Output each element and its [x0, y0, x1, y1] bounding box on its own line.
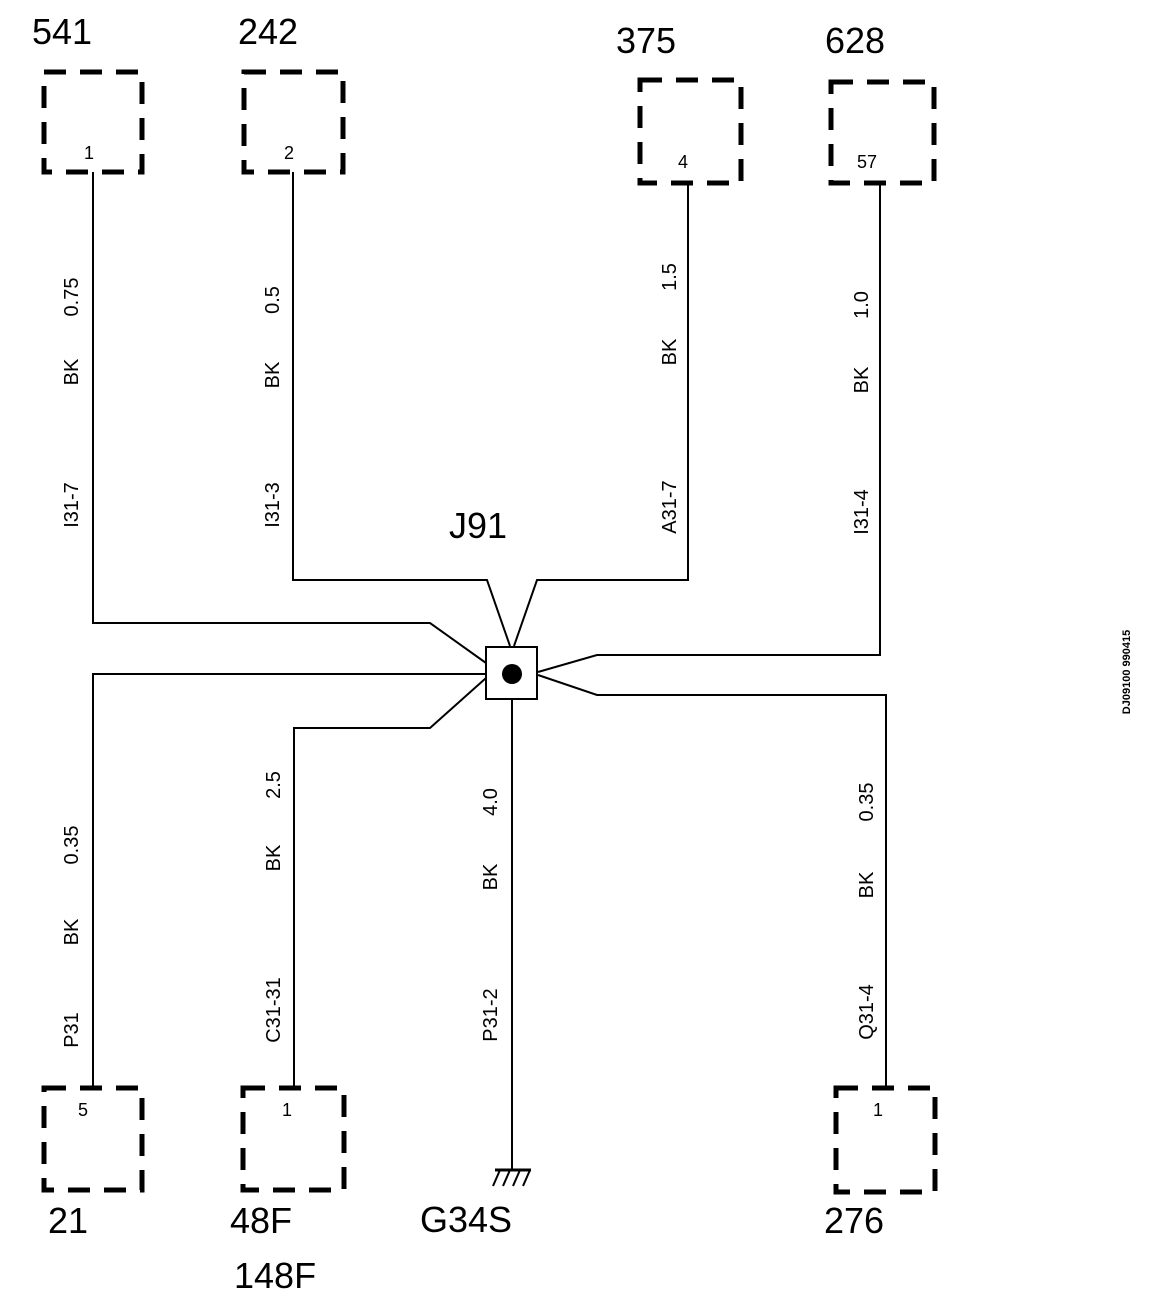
connector-box — [241, 69, 346, 175]
wire-541-id: I31-7 — [61, 482, 83, 528]
pin-number: 57 — [857, 152, 877, 172]
wire-375-size: 1.5 — [659, 263, 681, 291]
junction-j91: J91 — [449, 505, 538, 700]
wire-ground-id: P31-2 — [480, 988, 502, 1041]
splice-dot — [502, 664, 522, 684]
wire-48f — [293, 677, 487, 1088]
wire-276-size: 0.35 — [856, 783, 878, 822]
wire-21-size: 0.35 — [61, 826, 83, 865]
wire-628-size: 1.0 — [851, 291, 873, 319]
wire-48f-color: BK — [263, 844, 285, 871]
connector-label: 21 — [48, 1200, 88, 1241]
wire-242-size: 0.5 — [262, 286, 284, 314]
connector-box — [240, 1085, 347, 1193]
connector-48f: 1 48F 148F — [230, 1085, 347, 1296]
wire-21 — [92, 673, 486, 1088]
document-code: DJ09100 990415 — [1121, 630, 1133, 714]
pin-number: 1 — [873, 1100, 883, 1120]
connector-628: 57 628 — [825, 20, 937, 186]
wire-375 — [513, 183, 689, 647]
wire-242 — [292, 172, 511, 647]
wire-628-id: I31-4 — [851, 489, 873, 535]
junction-label: J91 — [449, 505, 507, 546]
wire-242-id: I31-3 — [262, 482, 284, 528]
connector-box — [637, 77, 744, 186]
wire-labels: 0.75 BK I31-7 0.5 BK I31-3 1.5 BK A31-7 … — [61, 263, 878, 1048]
wire-276-id: Q31-4 — [856, 984, 878, 1040]
ground-hatch-1 — [492, 1169, 501, 1187]
connector-label: 276 — [824, 1200, 884, 1241]
pin-number: 1 — [84, 143, 94, 163]
ground-hatch-4 — [522, 1169, 531, 1187]
ground-hatch-2 — [502, 1169, 511, 1187]
wire-ground-size: 4.0 — [480, 788, 502, 816]
wire-541-color: BK — [61, 358, 83, 385]
wires — [92, 172, 887, 1170]
wire-276-color: BK — [856, 871, 878, 898]
connector-375: 4 375 — [616, 20, 744, 186]
connector-21: 5 21 — [41, 1085, 145, 1241]
wire-ground-color: BK — [480, 863, 502, 890]
connector-541: 1 541 — [32, 11, 145, 175]
pin-number: 4 — [678, 152, 688, 172]
wire-628-color: BK — [851, 366, 873, 393]
wire-48f-id: C31-31 — [263, 977, 285, 1043]
wire-21-id: P31 — [61, 1012, 83, 1048]
connector-242: 2 242 — [238, 11, 346, 175]
wire-48f-size: 2.5 — [263, 771, 285, 799]
connector-box — [833, 1085, 938, 1195]
ground-label: G34S — [420, 1199, 512, 1240]
wire-21-color: BK — [61, 918, 83, 945]
wire-541 — [92, 172, 501, 674]
connector-label: 48F — [230, 1200, 292, 1241]
wire-628 — [537, 183, 881, 673]
wire-276 — [537, 674, 887, 1088]
connector-label: 541 — [32, 11, 92, 52]
pin-number: 1 — [282, 1100, 292, 1120]
wire-242-color: BK — [262, 361, 284, 388]
wire-375-id: A31-7 — [659, 480, 681, 533]
ground-g34s: G34S — [420, 1168, 531, 1240]
connector-276: 1 276 — [824, 1085, 938, 1241]
wire-541-size: 0.75 — [61, 278, 83, 317]
connector-label: 628 — [825, 20, 885, 61]
connector-box — [828, 79, 937, 186]
connector-label: 242 — [238, 11, 298, 52]
pin-number: 5 — [78, 1100, 88, 1120]
wire-375-color: BK — [659, 338, 681, 365]
pin-number: 2 — [284, 143, 294, 163]
connector-label: 375 — [616, 20, 676, 61]
connector-label-secondary: 148F — [234, 1255, 316, 1296]
connector-box — [41, 1085, 145, 1193]
connector-box — [41, 69, 145, 175]
ground-hatch-3 — [512, 1169, 521, 1187]
